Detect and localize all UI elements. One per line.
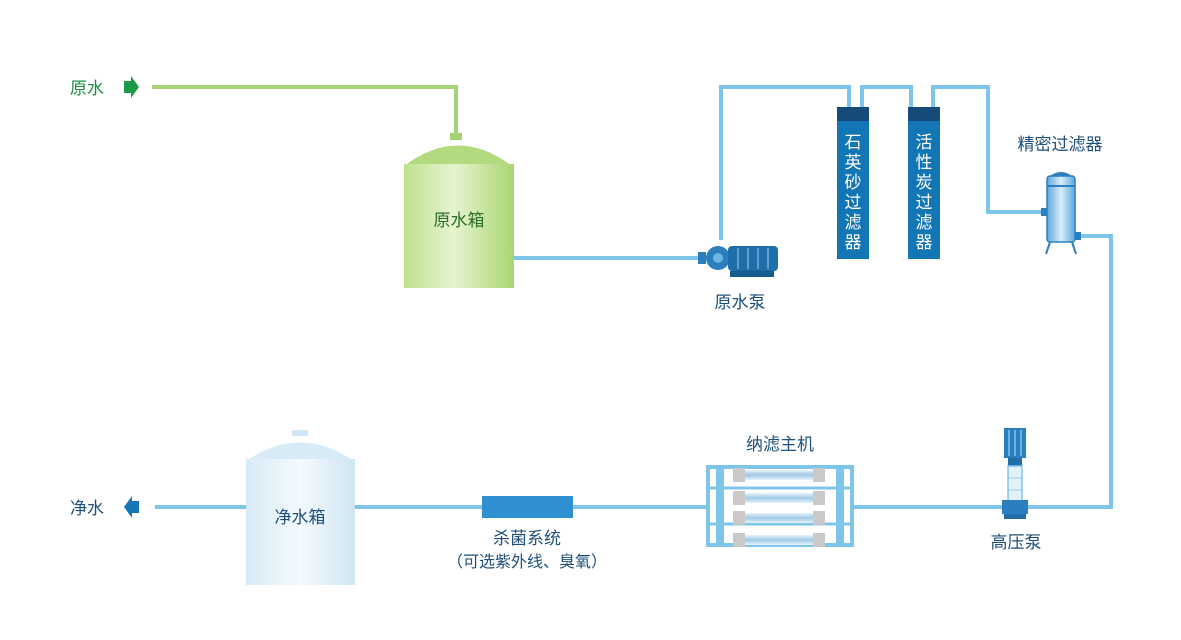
sterilizer-label: 杀菌系统 — [493, 529, 561, 549]
pure-water-label: 净水 — [70, 499, 104, 519]
high-pressure-pump-label: 高压泵 — [991, 533, 1042, 553]
membrane-3 — [733, 511, 825, 525]
pipe-pump-to-sand-filter — [719, 85, 851, 240]
raw-water-pump — [698, 246, 778, 277]
sand-filter-char-2: 英 — [845, 153, 862, 173]
precision-filter-label: 精密过滤器 — [1018, 135, 1103, 155]
carbon-filter-char-2: 性 — [916, 153, 933, 173]
raw-water-inlet-pipe — [152, 85, 458, 138]
sand-filter-char-4: 过 — [845, 193, 862, 213]
quartz-sand-filter: 石 英 砂 过 滤 器 — [837, 107, 869, 259]
carbon-filter-char-5: 滤 — [916, 213, 933, 233]
raw-water-arrow-icon — [124, 76, 139, 98]
sterilizer-note: （可选紫外线、臭氧） — [447, 552, 607, 571]
membrane-1 — [733, 468, 825, 482]
membrane-4 — [733, 533, 825, 547]
pipe-sand-to-carbon-filter — [860, 85, 913, 108]
pure-water-tank: 净水箱 — [246, 430, 355, 585]
raw-water-label: 原水 — [70, 79, 104, 99]
nf-unit-label: 纳滤主机 — [746, 435, 814, 455]
carbon-filter-char-6: 器 — [916, 233, 933, 253]
membrane-2 — [733, 491, 825, 505]
activated-carbon-filter: 活 性 炭 过 滤 器 — [908, 107, 940, 259]
sand-filter-char-1: 石 — [845, 133, 862, 153]
nanofiltration-unit — [706, 465, 854, 547]
raw-water-tank: 原水箱 — [404, 133, 514, 288]
pipe-carbon-to-precision-filter — [931, 85, 1046, 214]
sand-filter-char-6: 器 — [845, 233, 862, 253]
raw-water-tank-label: 原水箱 — [434, 211, 485, 231]
precision-filter — [1041, 172, 1081, 255]
pure-water-arrow-icon — [124, 496, 139, 518]
carbon-filter-char-4: 过 — [916, 193, 933, 213]
carbon-filter-char-3: 炭 — [916, 173, 933, 193]
high-pressure-pump — [1002, 428, 1028, 519]
raw-water-pump-label: 原水泵 — [715, 293, 766, 313]
carbon-filter-char-1: 活 — [916, 133, 933, 153]
pure-water-tank-label: 净水箱 — [275, 508, 326, 528]
sand-filter-char-5: 滤 — [845, 213, 862, 233]
sterilization-system — [482, 496, 573, 518]
pipe-precision-to-hp-pump — [1027, 234, 1113, 509]
sand-filter-char-3: 砂 — [845, 173, 862, 193]
